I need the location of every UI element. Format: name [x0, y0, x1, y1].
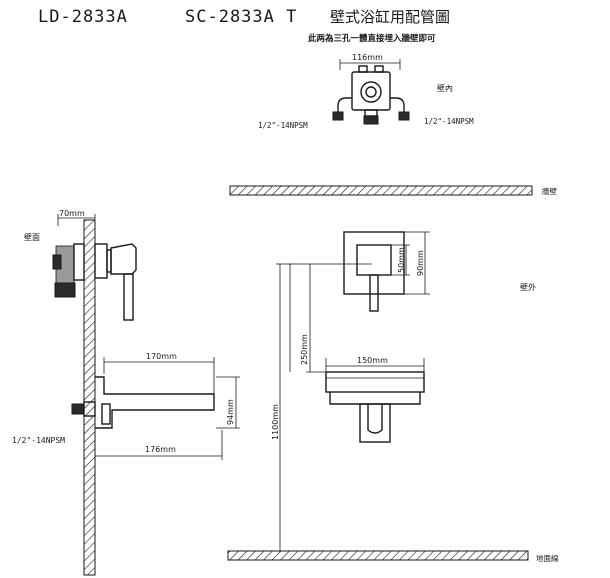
floor-band — [227, 550, 529, 561]
dim-250: 250mm — [300, 334, 309, 365]
dim-50: 50mm — [397, 247, 406, 273]
label-outside-wall: 壁外 — [520, 282, 536, 292]
side-valve — [52, 243, 137, 321]
front-handle — [343, 231, 405, 312]
dim-176: 176mm — [145, 445, 176, 454]
dim-170: 170mm — [146, 352, 177, 361]
thread-left: 1/2"-14NPSM — [258, 121, 308, 130]
dim-94: 94mm — [226, 399, 235, 425]
thread-right: 1/2"-14NPSM — [424, 117, 474, 126]
subtitle-cn: 此两為三孔一體直接埋入牆壁即可 — [308, 33, 436, 44]
dim-70: 70mm — [59, 209, 85, 218]
label-inside-wall: 壁內 — [437, 83, 453, 93]
wall-band-upper — [229, 185, 533, 196]
dim-1100: 1100mm — [271, 404, 280, 440]
label-floor-line: 地面線 — [536, 553, 559, 563]
top-view-valve: 116mm — [332, 53, 410, 125]
front-spout — [325, 371, 425, 443]
side-spout — [71, 376, 215, 429]
dim-150: 150mm — [357, 356, 388, 365]
wall-vertical — [83, 219, 96, 576]
thread-bottom: 1/2"-14NPSM — [12, 436, 65, 445]
dim-90: 90mm — [416, 250, 425, 276]
label-wall-surface: 壁面 — [24, 232, 40, 242]
model-right: SC-2833A T — [185, 7, 297, 27]
title-cn: 壁式浴缸用配管圖 — [330, 8, 450, 26]
label-wall-line: 牆壁 — [542, 186, 557, 196]
model-left: LD-2833A — [38, 7, 128, 27]
dim-116: 116mm — [352, 53, 383, 62]
